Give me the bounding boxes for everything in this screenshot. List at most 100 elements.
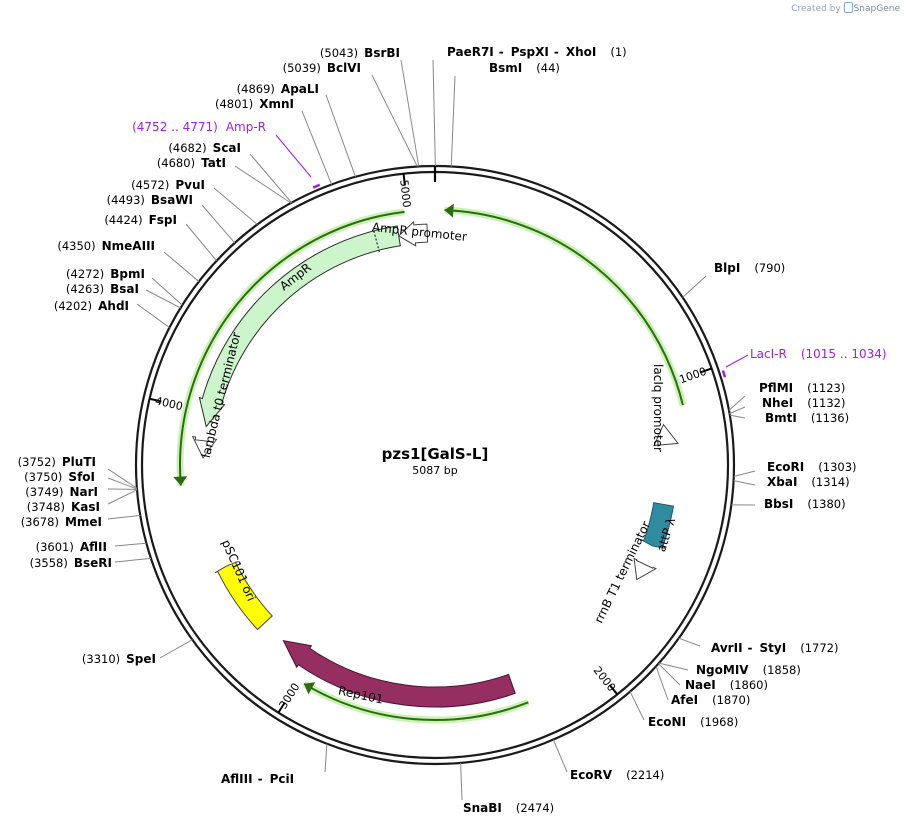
- site-ecorv: EcoRV: [570, 768, 613, 782]
- site-pos-sfoi: (3750): [24, 470, 62, 484]
- tick-4000: [149, 397, 162, 403]
- site-pos-fspi: (4424): [104, 213, 142, 227]
- primer-amp-r-mark: [312, 183, 321, 189]
- site-bclvi: BclVI: [327, 61, 361, 75]
- site-line: [249, 153, 292, 203]
- primer-laci-r-mark: [721, 370, 727, 378]
- site-sep: -: [258, 772, 263, 786]
- site-line: [729, 414, 746, 419]
- restriction-site-labels: PaeR7I-PspXI-XhoI(1)BsmI(44)BlpI(790)Pfl…: [18, 45, 857, 815]
- site-line: [658, 663, 681, 686]
- credit-brand: SnapGene: [853, 4, 900, 14]
- site-line: [450, 75, 456, 167]
- site-avrii: AvrII: [711, 641, 743, 655]
- site-pos-spei: (3310): [82, 652, 120, 666]
- site-sep: -: [554, 45, 559, 59]
- snapgene-credit: Created by SnapGene: [791, 2, 900, 14]
- site-pos-bsrbi: (5043): [320, 46, 358, 60]
- ampr-promoter-feature: [397, 220, 429, 247]
- site-ahdi: AhdI: [98, 299, 129, 313]
- credit-prefix: Created by: [791, 4, 841, 14]
- site-xhoi: XhoI: [566, 45, 597, 59]
- site-nari: NarI: [69, 485, 98, 499]
- site-pos-afei: (1870): [712, 693, 750, 707]
- site-sep: -: [499, 45, 504, 59]
- site-line: [145, 289, 181, 309]
- site-nmeaiii: NmeAIII: [102, 239, 155, 253]
- site-pos-scai: (4682): [168, 141, 206, 155]
- site-line: [234, 165, 292, 204]
- attp-feature: [640, 502, 675, 549]
- site-pos-pflmi: (1123): [807, 381, 845, 395]
- site-pos-ecori: (1303): [818, 460, 856, 474]
- tick-1000: [699, 367, 712, 374]
- site-bsrbi: BsrBI: [364, 46, 400, 60]
- site-line: [107, 468, 138, 489]
- site-paer7i: PaeR7I: [447, 45, 494, 59]
- site-styi: StyI: [760, 641, 787, 655]
- laciq-promoter-feature: [653, 423, 679, 447]
- snapgene-logo-icon: [843, 2, 853, 13]
- site-pos-pluti: (3752): [18, 455, 56, 469]
- primer-annotations: Amp-R(4752 .. 4771)LacI-R(1015 .. 1034): [132, 120, 887, 378]
- site-pos-pvui: (4572): [131, 178, 169, 192]
- site-line: [325, 94, 356, 177]
- site-pos-nhei: (1132): [807, 396, 845, 410]
- site-nhei: NheI: [762, 396, 793, 410]
- site-line: [107, 514, 141, 520]
- site-line: [432, 59, 436, 167]
- site-line: [658, 662, 689, 671]
- site-pos-nari: (3749): [25, 485, 63, 499]
- site-line: [185, 223, 217, 262]
- feature-arrows: [173, 203, 687, 724]
- site-pos-nmeaiii: (4350): [57, 239, 95, 253]
- tick-5000: [402, 173, 406, 186]
- tick-2000: [609, 684, 619, 696]
- site-aflii: AflII: [80, 540, 107, 554]
- site-line: [201, 204, 236, 244]
- site-line: [324, 743, 328, 773]
- lambda-t0-terminator-feature: [191, 435, 218, 459]
- primer-amp-r-name: Amp-R: [226, 120, 266, 134]
- site-pflmi: PflMI: [759, 381, 793, 395]
- primer-amp-r-line: [275, 134, 312, 178]
- site-connector-lines: [107, 59, 756, 801]
- site-pos-tati: (4680): [157, 156, 195, 170]
- site-pos-bmti: (1136): [811, 411, 849, 425]
- site-line: [301, 110, 333, 185]
- site-xmni: XmnI: [259, 97, 294, 111]
- site-line: [728, 395, 746, 411]
- site-pos-blpi: (790): [754, 261, 785, 275]
- laciq-cds-arrowhead: [444, 203, 454, 218]
- rep101-cds-line: [303, 682, 529, 721]
- site-sfoi: SfoI: [68, 470, 95, 484]
- site-line: [114, 557, 152, 563]
- site-mmei: MmeI: [65, 515, 102, 529]
- site-line: [371, 74, 418, 167]
- site-pos-xhoi: (1): [610, 45, 626, 59]
- site-bsmi: BsmI: [489, 61, 522, 75]
- site-fspi: FspI: [149, 213, 177, 227]
- site-line: [213, 187, 258, 225]
- rep101-cds-arrowhead: [304, 682, 316, 695]
- site-line: [733, 480, 756, 486]
- site-naei: NaeI: [685, 678, 716, 692]
- site-line: [678, 637, 701, 647]
- site-pluti: PluTI: [62, 455, 96, 469]
- site-pos-naei: (1860): [730, 678, 768, 692]
- primer-laci-r-range: (1015 .. 1034): [801, 347, 887, 361]
- site-scai: ScaI: [213, 141, 241, 155]
- tick-label-4000: 4000: [154, 394, 184, 413]
- site-pos-kasi: (3748): [27, 500, 65, 514]
- ampr-divider: [372, 228, 380, 253]
- site-line: [729, 406, 746, 415]
- laciq-promoter-label: lacIq promoter: [651, 364, 665, 452]
- rrnb-t1-terminator-feature: [633, 557, 657, 581]
- site-pos-ngomiv: (1858): [763, 663, 801, 677]
- tick-label-1000: 1000: [678, 365, 709, 386]
- site-pos-bsai: (4263): [66, 282, 104, 296]
- site-afliii: AflIII: [221, 772, 253, 786]
- site-pvui: PvuI: [175, 178, 205, 192]
- site-apali: ApaLI: [281, 82, 319, 96]
